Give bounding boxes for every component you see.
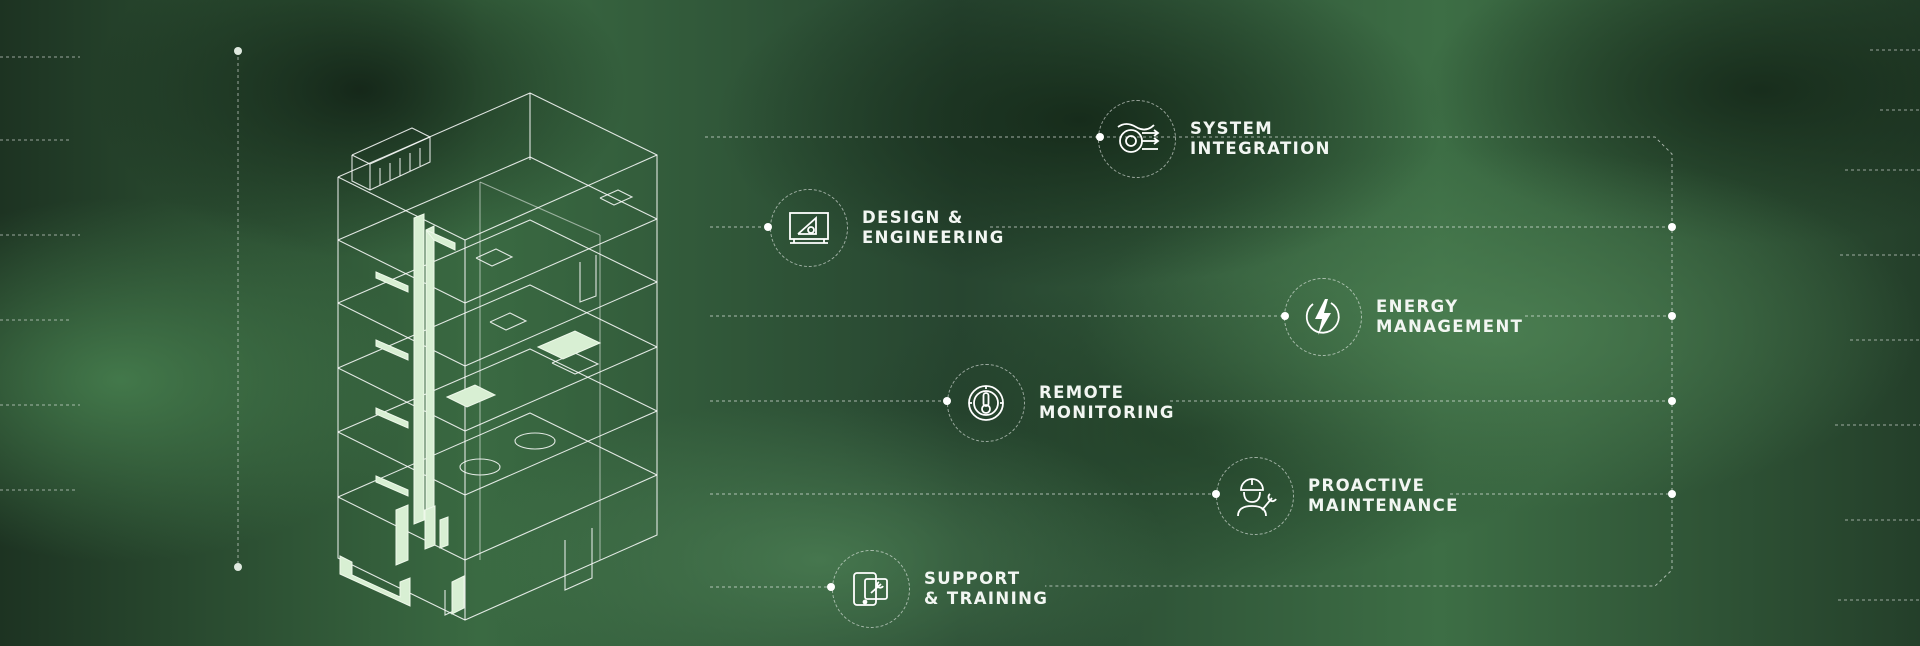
technician-wrench-icon	[1216, 457, 1294, 535]
thermometer-gauge-icon	[947, 364, 1025, 442]
edge-tick-lines	[0, 49, 1920, 601]
system-integration-icon	[1098, 100, 1176, 178]
left-vertical-guide	[234, 47, 242, 571]
building-systems-highlight	[339, 213, 602, 615]
service-proactive-maintenance[interactable]: PROACTIVE MAINTENANCE	[1216, 457, 1459, 535]
energy-bolt-icon	[1284, 278, 1362, 356]
service-remote-monitoring[interactable]: REMOTE MONITORING	[947, 364, 1175, 442]
service-energy-management[interactable]: ENERGY MANAGEMENT	[1284, 278, 1523, 356]
service-support-training[interactable]: SUPPORT & TRAINING	[832, 550, 1048, 628]
tablet-support-icon	[832, 550, 910, 628]
service-label: ENERGY MANAGEMENT	[1376, 297, 1524, 336]
design-engineering-icon	[770, 189, 848, 267]
service-label: PROACTIVE MAINTENANCE	[1308, 476, 1459, 515]
connector-lines	[705, 136, 1673, 588]
service-label: DESIGN & ENGINEERING	[862, 208, 1005, 247]
service-label: SYSTEM INTEGRATION	[1190, 119, 1331, 158]
service-design-engineering[interactable]: DESIGN & ENGINEERING	[770, 189, 1005, 267]
service-system-integration[interactable]: SYSTEM INTEGRATION	[1098, 100, 1331, 178]
service-label: SUPPORT & TRAINING	[924, 569, 1049, 608]
service-label: REMOTE MONITORING	[1039, 383, 1175, 422]
building-wireframe	[337, 92, 658, 621]
